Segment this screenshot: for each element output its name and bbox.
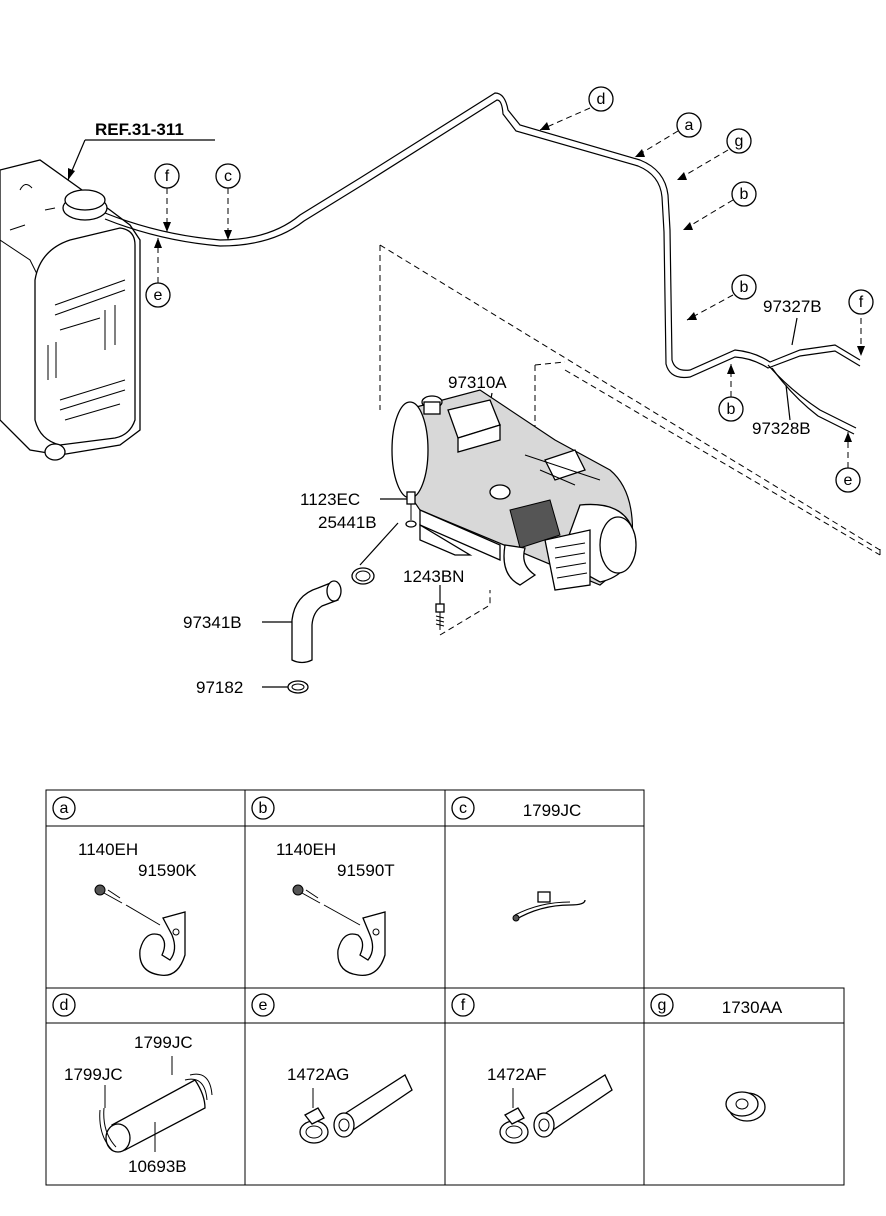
callout-d-1: d (597, 91, 606, 108)
protector-tube-d (99, 1056, 213, 1153)
legend-table: a 1140EH 91590K b 1140EH 91590T c 1799JC (45, 789, 845, 1186)
legend-d-label-1: 1799JC (134, 1033, 193, 1052)
part-label-97328b: 97328B (752, 419, 811, 438)
callout-c-1: c (224, 168, 232, 185)
part-label-1243bn: 1243BN (403, 567, 464, 586)
callout-f-2: f (859, 294, 864, 311)
legend-g-header: 1730AA (722, 998, 783, 1017)
fasteners (287, 491, 445, 694)
hose-clamp-f (499, 1074, 613, 1144)
reference-label: REF.31-311 (95, 120, 184, 139)
legend-a-label-2: 91590K (138, 861, 197, 880)
callout-leaders (67, 107, 865, 688)
fuel-pipe (104, 92, 861, 435)
callout-e-1: e (154, 287, 163, 304)
callout-b-2: b (740, 279, 749, 296)
clip-bracket-a (94, 884, 186, 976)
legend-letter-f: f (461, 997, 466, 1014)
part-label-97327b: 97327B (763, 297, 822, 316)
callout-g-1: g (735, 133, 744, 150)
legend-d-label-2: 1799JC (64, 1065, 123, 1084)
fuel-tank (0, 159, 141, 461)
legend-b-label-1: 1140EH (276, 840, 336, 859)
callout-f-1: f (165, 168, 170, 185)
callout-b-3: b (727, 401, 736, 418)
legend-c-header: 1799JC (523, 801, 582, 820)
callout-e-2: e (844, 472, 853, 489)
part-label-97182: 97182 (196, 678, 243, 697)
grommet-g (725, 1091, 766, 1122)
legend-d-label-3: 10693B (128, 1157, 187, 1176)
part-label-1123ec: 1123EC (300, 490, 360, 509)
legend-f-label-1: 1472AF (487, 1065, 547, 1084)
heater-unit (391, 389, 637, 591)
legend-b-label-2: 91590T (337, 861, 395, 880)
part-label-97310a: 97310A (448, 373, 507, 392)
legend-letter-g: g (658, 997, 667, 1014)
part-label-25441b: 25441B (318, 513, 377, 532)
hose-clamp-e (299, 1074, 413, 1144)
part-label-97341b: 97341B (183, 613, 242, 632)
legend-letter-d: d (60, 997, 69, 1014)
legend-a-label-1: 1140EH (78, 840, 138, 859)
clip-bracket-b (292, 884, 386, 976)
legend-letter-c: c (459, 800, 467, 817)
callout-a-1: a (685, 117, 694, 134)
legend-letter-a: a (60, 800, 69, 817)
callout-b-1: b (740, 186, 749, 203)
cable-tie-c (512, 891, 586, 922)
callouts: REF.31-311 f c e d a g b b b f e 97327B … (95, 86, 874, 697)
legend-letter-b: b (259, 800, 268, 817)
legend-e-label-1: 1472AG (287, 1065, 349, 1084)
legend-letter-e: e (259, 997, 268, 1014)
